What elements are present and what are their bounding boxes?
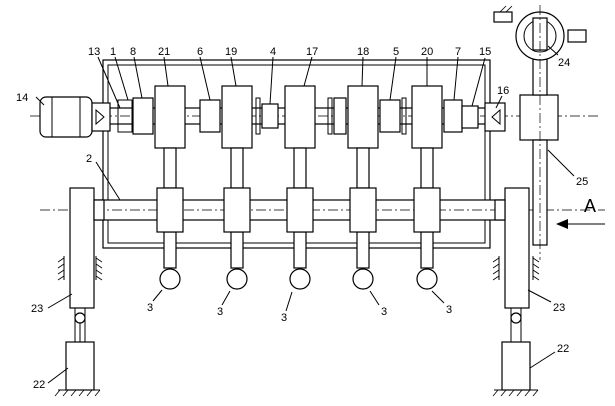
crank-assembly bbox=[493, 5, 587, 260]
label-17: 17 bbox=[306, 46, 318, 58]
label-24: 24 bbox=[558, 57, 570, 69]
label-25: 25 bbox=[576, 176, 588, 188]
upper-cams bbox=[117, 85, 479, 149]
label-3-c: 3 bbox=[281, 312, 287, 324]
label-3-e: 3 bbox=[446, 304, 452, 316]
part-labels: 13 1 8 21 6 19 4 17 18 5 20 7 15 16 14 2… bbox=[16, 46, 596, 391]
label-4: 4 bbox=[270, 46, 276, 58]
label-16: 16 bbox=[497, 85, 509, 97]
right-coupling bbox=[484, 102, 506, 132]
label-6: 6 bbox=[197, 46, 203, 58]
label-23-right: 23 bbox=[553, 302, 565, 314]
label-22-left: 22 bbox=[33, 379, 45, 391]
label-5: 5 bbox=[393, 46, 399, 58]
view-arrow-label: A bbox=[584, 196, 596, 216]
right-lever bbox=[492, 187, 540, 397]
label-3-a: 3 bbox=[147, 302, 153, 314]
label-15: 15 bbox=[479, 46, 491, 58]
leader-lines bbox=[35, 45, 575, 384]
label-23-left: 23 bbox=[31, 303, 43, 315]
label-7: 7 bbox=[455, 46, 461, 58]
label-19: 19 bbox=[225, 46, 237, 58]
view-arrow bbox=[556, 219, 605, 229]
label-1: 1 bbox=[110, 46, 116, 58]
left-lever bbox=[54, 187, 105, 397]
label-2: 2 bbox=[86, 153, 92, 165]
label-20: 20 bbox=[421, 46, 433, 58]
label-14: 14 bbox=[16, 92, 28, 104]
vertical-rods bbox=[163, 147, 434, 269]
label-22-right: 22 bbox=[557, 343, 569, 355]
label-21: 21 bbox=[158, 46, 170, 58]
label-8: 8 bbox=[130, 46, 136, 58]
label-3-b: 3 bbox=[217, 306, 223, 318]
label-13: 13 bbox=[88, 46, 100, 58]
motor bbox=[39, 96, 111, 138]
lower-blocks bbox=[156, 187, 441, 233]
balls bbox=[159, 268, 438, 290]
label-3-d: 3 bbox=[381, 306, 387, 318]
label-18: 18 bbox=[357, 46, 369, 58]
